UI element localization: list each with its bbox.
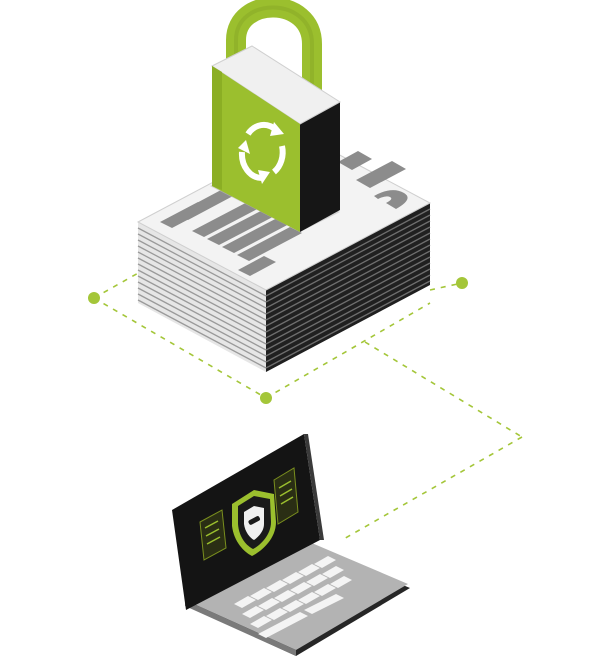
stack-page-lines-left [137,227,267,369]
document-stack [136,134,432,372]
laptop-base [185,538,408,650]
padlock-icon [210,0,341,232]
laptop-keyboard [234,556,352,638]
connector-dots [88,277,468,404]
connector-dot-left [88,292,100,304]
padlock-body [212,66,300,232]
shield-icon [232,490,276,556]
screen-panels [199,467,299,561]
dashed-connector-lines [93,271,523,541]
document-corner-mark [338,151,408,209]
connector-dot-bottom [260,392,272,404]
stack-page-lines-right [265,208,431,369]
connector-dot-right [456,277,468,289]
laptop [172,434,410,656]
